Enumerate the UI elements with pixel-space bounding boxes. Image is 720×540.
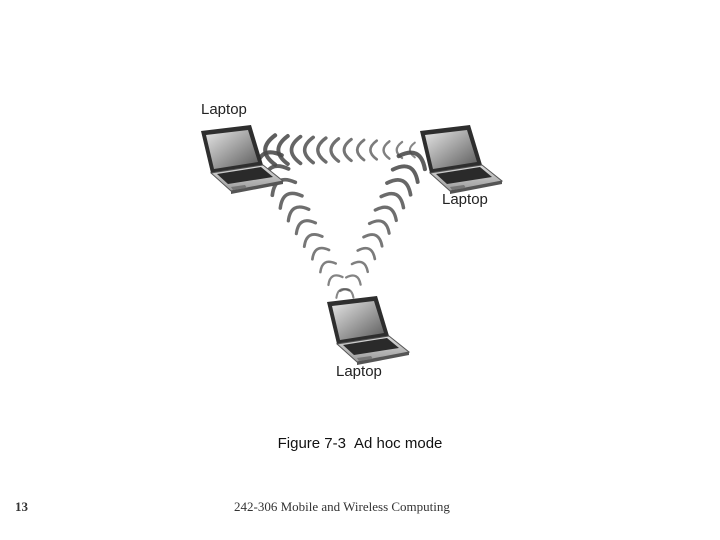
wave-arc bbox=[367, 219, 391, 235]
figure-number: Figure 7-3 bbox=[277, 435, 346, 452]
wave-arc bbox=[408, 141, 416, 159]
wave-arc bbox=[373, 205, 398, 223]
slide-number: 13 bbox=[15, 499, 28, 514]
laptop-top-right bbox=[419, 124, 503, 195]
wave-arc bbox=[294, 219, 318, 236]
laptop-label-bottom: Laptop bbox=[336, 363, 382, 380]
wave-arc bbox=[396, 150, 427, 172]
wave-arc bbox=[302, 135, 315, 165]
wave-arc bbox=[339, 288, 355, 299]
wave-arc bbox=[385, 178, 413, 197]
wave-arc bbox=[379, 191, 406, 210]
wave-arc bbox=[350, 260, 369, 274]
wave-arc bbox=[362, 233, 384, 248]
course-footer: 242-306 Mobile and Wireless Computing bbox=[234, 499, 450, 514]
laptop-bottom bbox=[326, 295, 410, 366]
wave-arc bbox=[329, 137, 341, 163]
figure-title: Ad hoc mode bbox=[353, 435, 443, 452]
wave-arc bbox=[276, 134, 290, 166]
wave-arc bbox=[355, 138, 366, 162]
wave-arc bbox=[263, 133, 278, 167]
figure-caption: Figure 7-3 Ad hoc mode bbox=[0, 435, 720, 452]
wave-arc bbox=[356, 246, 377, 261]
wave-arc bbox=[390, 164, 420, 184]
laptop-label-top-left: Laptop bbox=[201, 101, 247, 118]
wave-arc bbox=[319, 260, 337, 274]
wave-arc bbox=[316, 136, 328, 164]
wave-arc bbox=[344, 274, 362, 286]
wave-arc bbox=[311, 246, 331, 261]
wireless-waves bbox=[254, 133, 427, 299]
wave-arc bbox=[302, 233, 324, 249]
wave-arc bbox=[278, 191, 304, 210]
wave-arc bbox=[289, 134, 303, 166]
laptop-label-top-right: Laptop bbox=[442, 191, 488, 208]
wave-arc bbox=[382, 140, 391, 160]
wave-arc bbox=[286, 205, 311, 223]
wave-arc bbox=[369, 139, 379, 161]
wave-arc bbox=[335, 288, 351, 299]
wave-arc bbox=[327, 274, 344, 287]
wave-arc bbox=[342, 137, 353, 163]
